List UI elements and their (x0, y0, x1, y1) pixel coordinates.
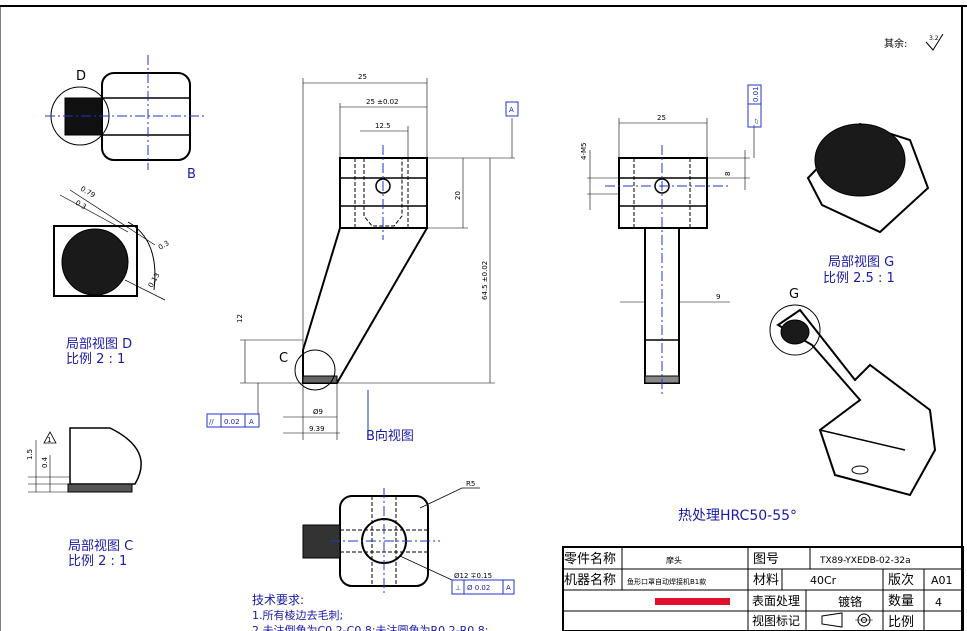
tb-qty: 4 (935, 596, 942, 609)
tb-material-label: 材料 (753, 573, 779, 588)
tech-req-line-2: 2.未注倒角为C0.2-C0.8;未注圆角为R0.2-R0.8; (252, 623, 488, 631)
side-view-dims (587, 118, 755, 303)
tb-view-mark-label: 视图标记 (752, 613, 800, 628)
tb-surface: 镀铬 (838, 594, 862, 609)
iso-view-bottom-right (769, 304, 937, 497)
tb-revision: A01 (931, 574, 953, 587)
tb-machine-label: 机器名称 (564, 572, 616, 588)
tb-surface-label: 表面处理 (752, 594, 800, 608)
svg-text:8: 8 (724, 172, 732, 176)
view-d-scale: 比例 2 : 1 (66, 352, 125, 367)
svg-text:0.13: 0.13 (147, 271, 162, 289)
view-g-scale: 比例 2.5 : 1 (823, 271, 895, 286)
svg-text://: // (209, 418, 214, 426)
svg-text:25: 25 (358, 73, 367, 81)
svg-text:Ø 0.02: Ø 0.02 (467, 584, 490, 592)
svg-text:12.5: 12.5 (375, 122, 391, 130)
view-c-letter: C (279, 351, 288, 366)
view-g-title: 局部视图 G (828, 255, 894, 270)
top-view-hole: Ø12 ∓0.15 (454, 572, 492, 580)
view-c-dim-2: 0.4 (41, 456, 49, 468)
svg-text:64.5 ±0.02: 64.5 ±0.02 (481, 261, 489, 300)
iso-view-top-right (806, 122, 930, 234)
redacted-mark (655, 598, 730, 605)
view-d-letter: D (76, 69, 86, 84)
view-b-label: B向视图 (366, 428, 414, 444)
svg-text:A: A (506, 584, 511, 592)
svg-text:0.3: 0.3 (157, 239, 171, 251)
view-d-detail (53, 189, 166, 301)
svg-text:A: A (249, 418, 254, 426)
tech-req-title: 技术要求: (252, 593, 304, 607)
tb-drawing-no-label: 图号 (753, 552, 779, 567)
datum-a-box: A (505, 101, 519, 117)
roughness-note: 其余: 3.2 (884, 33, 944, 51)
tb-scale-label: 比例 (888, 615, 914, 630)
svg-text:A: A (509, 106, 514, 114)
parallelism-tolerance: // 0.02 A (206, 413, 260, 428)
side-view-dim-text: 25 4-M5 8 9 (580, 114, 732, 301)
svg-text:25: 25 (657, 114, 666, 122)
tb-drawing-no: TX89-YXEDB-02-32a (819, 556, 911, 566)
tech-req-line-1: 1.所有棱边去毛刺; (252, 608, 343, 622)
view-b-letter: B (187, 167, 196, 182)
top-view-radius: R5 (466, 480, 475, 488)
svg-text:3.2: 3.2 (929, 35, 939, 42)
tb-qty-label: 数量 (888, 594, 914, 609)
top-view (302, 487, 480, 595)
view-g-letter: G (789, 287, 799, 302)
tb-part-name-label: 零件名称 (564, 551, 616, 567)
view-c-dim-1: 1.5 (26, 449, 34, 460)
svg-text:▱: ▱ (752, 118, 760, 124)
svg-text:Ø9: Ø9 (313, 408, 323, 416)
svg-text:⊥: ⊥ (455, 584, 461, 592)
svg-text:0.01: 0.01 (752, 86, 760, 102)
view-c-note-mark: 1 (47, 436, 51, 444)
view-c-detail (28, 427, 142, 493)
svg-text:0.02: 0.02 (224, 418, 240, 426)
main-view-dim-text: 25 25 ±0.02 12.5 20 64.5 ±0.02 12 Ø9 9.3… (236, 73, 489, 433)
svg-text:0.3: 0.3 (74, 199, 88, 211)
title-block (562, 546, 964, 631)
view-d-top (45, 55, 205, 170)
svg-text:9.39: 9.39 (309, 425, 325, 433)
view-c-scale: 比例 2 : 1 (68, 554, 127, 569)
view-d-title: 局部视图 D (66, 337, 132, 352)
tb-part-name: 摩头 (666, 555, 682, 565)
svg-text:25 ±0.02: 25 ±0.02 (366, 98, 399, 106)
tb-material: 40Cr (810, 574, 837, 587)
svg-text:12: 12 (236, 314, 244, 323)
perpendicularity-tolerance: ⊥ Ø 0.02 A (451, 579, 515, 595)
flatness-tolerance: ▱ 0.01 (747, 84, 762, 128)
tb-machine-name: 鱼形口罩自动焊接机B1款 (627, 577, 706, 586)
side-view (605, 145, 730, 395)
main-view (294, 145, 428, 391)
view-c-title: 局部视图 C (68, 539, 133, 554)
svg-text:4-M5: 4-M5 (580, 143, 588, 160)
svg-text:20: 20 (454, 191, 462, 200)
tb-revision-label: 版次 (888, 572, 914, 588)
main-view-dims (240, 78, 515, 440)
svg-text:其余:: 其余: (884, 37, 907, 50)
heat-treatment-note: 热处理HRC50-55° (678, 508, 797, 524)
svg-text:9: 9 (716, 293, 720, 301)
projection-symbol-icon (821, 612, 873, 628)
